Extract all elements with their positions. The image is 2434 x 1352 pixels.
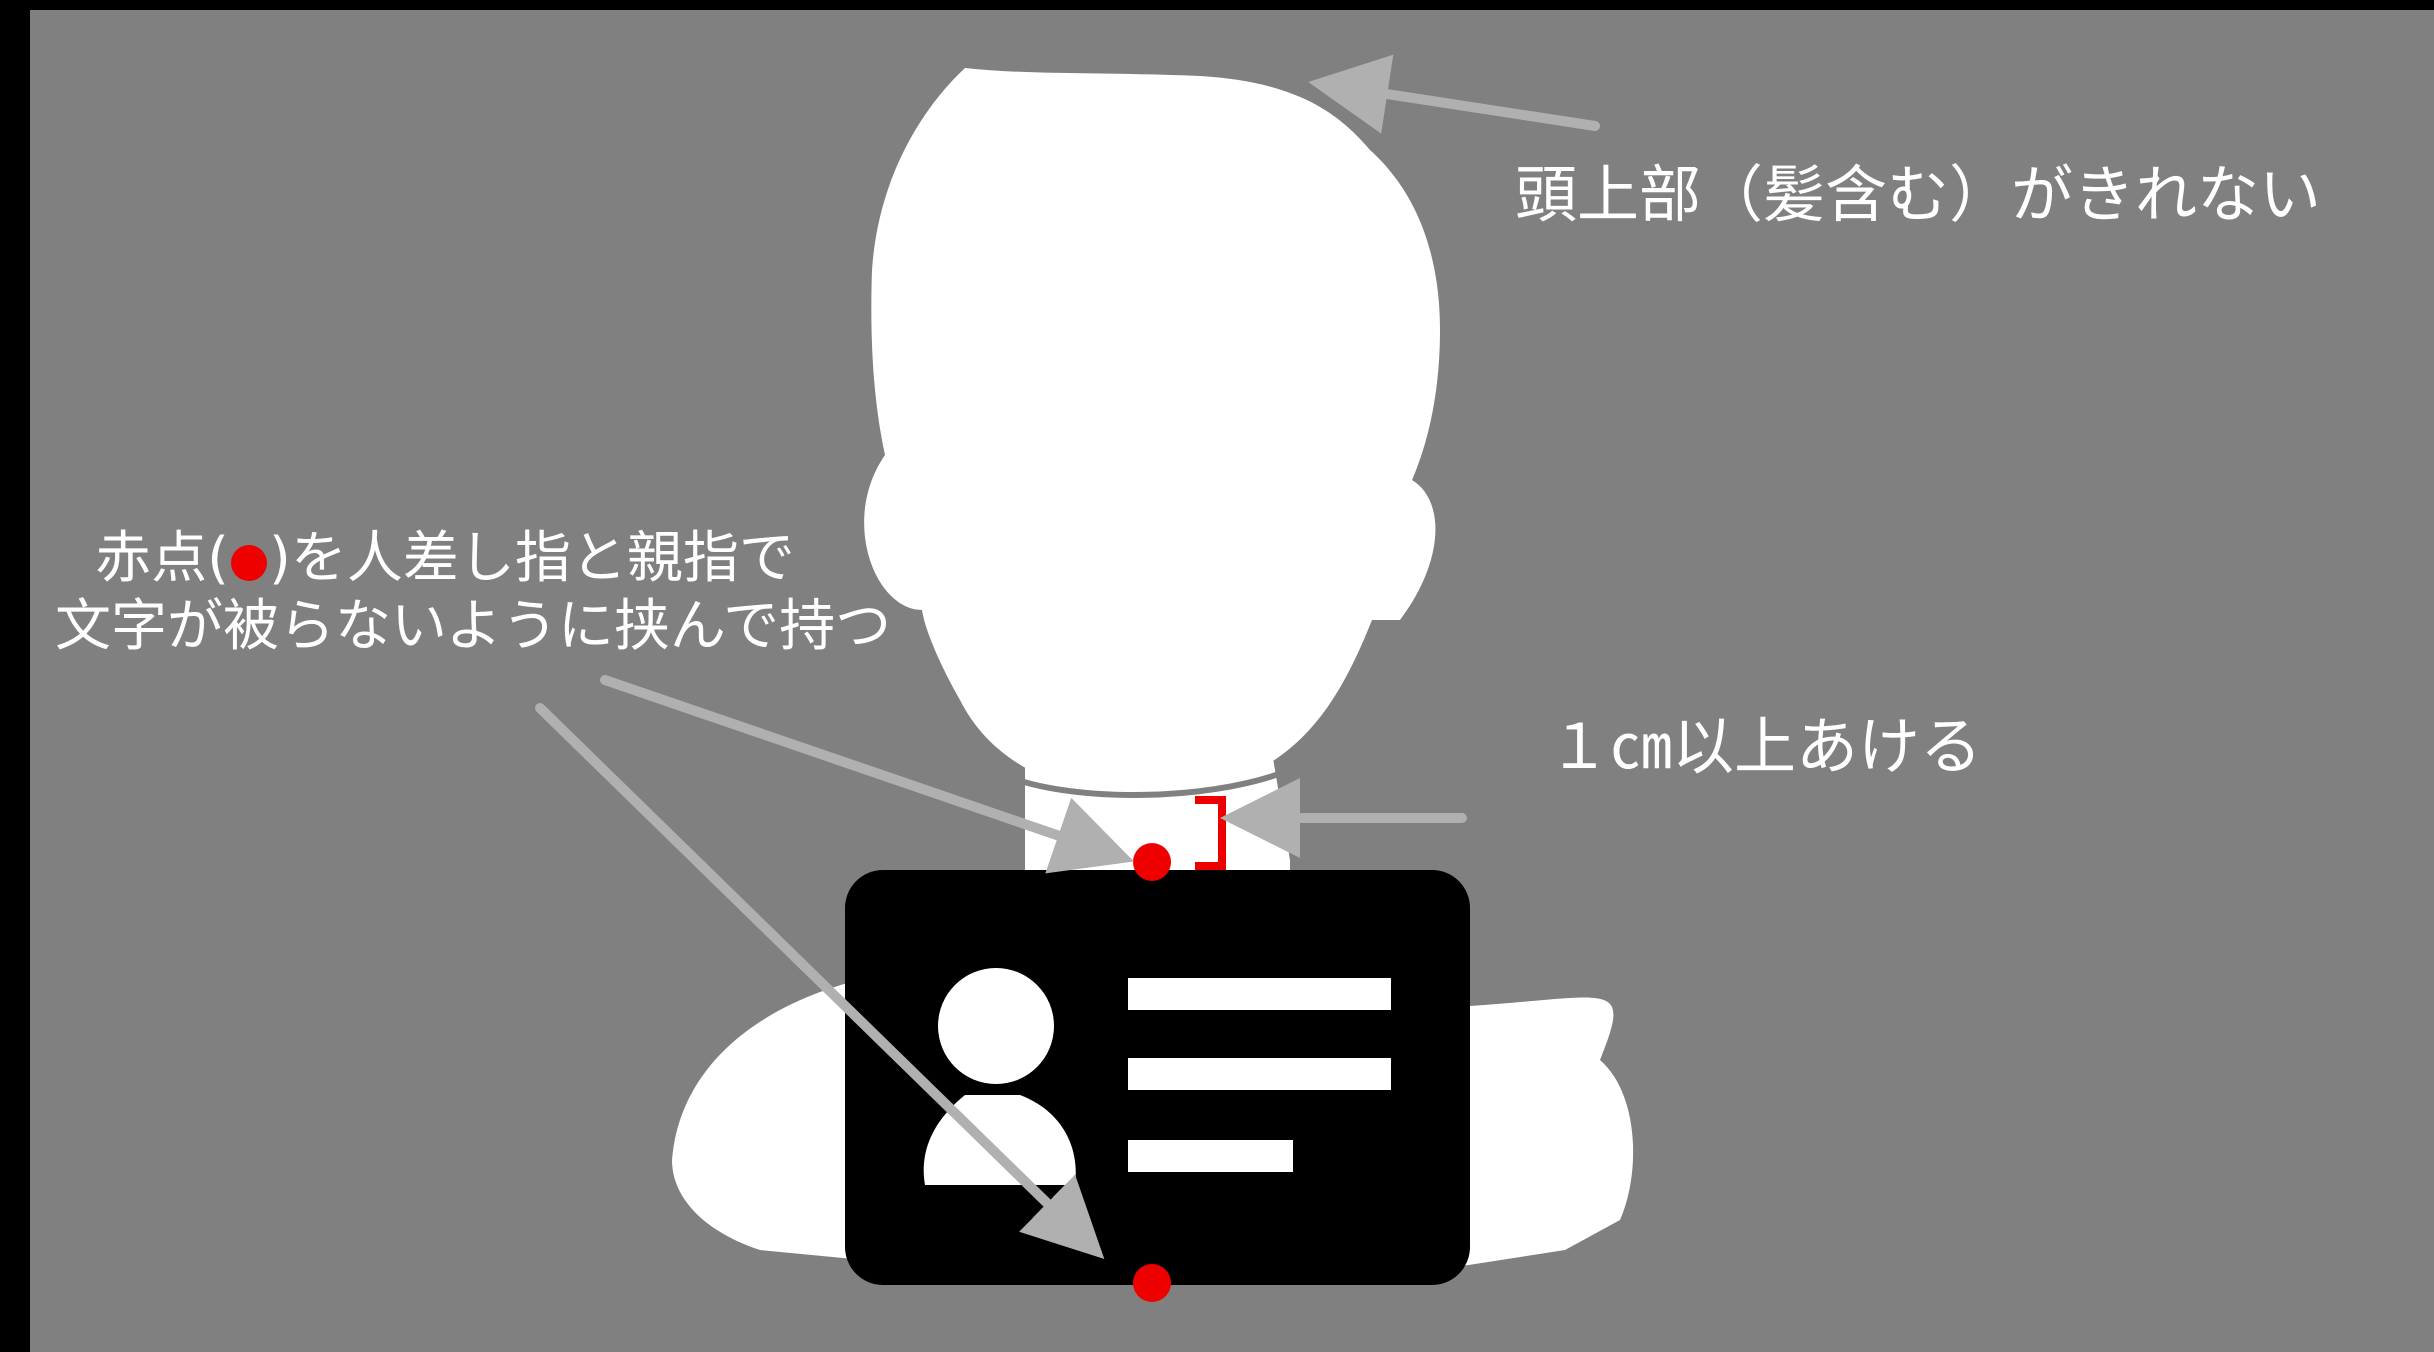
red-dot-icon <box>231 545 267 581</box>
head-and-hair <box>864 68 1440 796</box>
annotation-gap: １㎝以上あける <box>1548 710 1983 783</box>
id-card-text-line-1 <box>1128 978 1391 1010</box>
arrow-to-head-top <box>1308 54 1600 134</box>
arrow-to-red-dot-top <box>600 675 1134 874</box>
id-card-icon <box>845 870 1470 1285</box>
annotation-hold-line-1: 赤点( )を人差し指と親指で <box>55 525 835 593</box>
arrow-to-red-dot-bottom <box>535 703 1105 1259</box>
annotation-hold-line-2: 文字が被らないように挟んで持つ <box>55 594 892 660</box>
avatar-icon-head <box>938 968 1054 1084</box>
red-dot-bottom <box>1133 1264 1171 1302</box>
id-card-text-line-2 <box>1128 1058 1391 1090</box>
red-dot-top <box>1133 843 1171 881</box>
annotation-hold-card: 赤点( )を人差し指と親指で 文字が被らないように挟んで持つ <box>55 525 892 662</box>
annotation-top-of-head: 頭上部（髪含む）がきれない <box>1515 158 2322 231</box>
annotation-hold-line-1-before: 赤点( <box>95 526 229 591</box>
annotation-hold-line-1-after: )を人差し指と親指で <box>269 526 795 591</box>
id-card-text-line-3 <box>1128 1140 1293 1172</box>
